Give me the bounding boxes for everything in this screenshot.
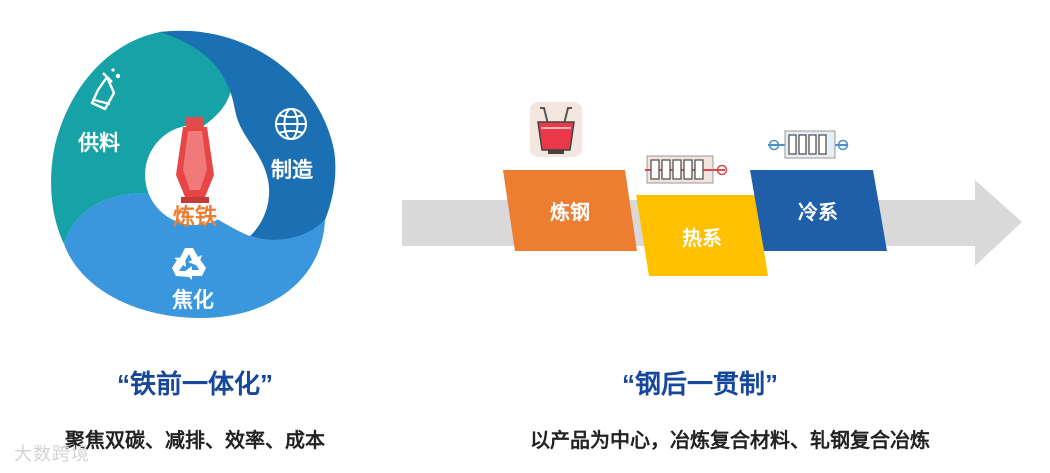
right-title: “钢后一贯制”: [621, 369, 778, 399]
segment-label-manufacture: 制造: [271, 158, 314, 182]
step-hot-rolling: [636, 195, 768, 276]
cold-rolling-mill-icon: [768, 130, 849, 159]
step-label-hot-rolling: 热系: [682, 227, 722, 250]
cycle-diagram: 炼铁 供料 制造 焦化: [51, 30, 336, 318]
segment-label-coking: 焦化: [171, 288, 214, 312]
left-subtitle: 聚焦双碳、减排、效率、成本: [65, 430, 325, 452]
recycle-icon: [172, 248, 206, 280]
center-label: 炼铁: [173, 204, 217, 229]
globe-icon: [275, 108, 307, 140]
ladle-icon: [530, 102, 582, 157]
hot-rolling-mill-icon: [645, 155, 728, 184]
process-flow: 炼钢 热系 冷系: [402, 102, 1022, 276]
segment-label-supply: 供料: [77, 131, 120, 155]
step-cold-rolling: [750, 170, 887, 251]
left-title: “铁前一体化”: [116, 369, 273, 399]
segment-supply: [51, 31, 233, 244]
watermark: 大数跨境: [14, 444, 90, 464]
right-subtitle: 以产品为中心，冶炼复合材料、轧钢复合冶炼: [530, 430, 930, 452]
blast-furnace-icon: [176, 117, 214, 203]
segment-manufacture: [160, 30, 336, 241]
step-label-steelmaking: 炼钢: [550, 200, 590, 224]
step-steelmaking: [503, 170, 637, 251]
step-label-cold-rolling: 冷系: [798, 200, 838, 224]
flask-icon: [90, 68, 121, 111]
